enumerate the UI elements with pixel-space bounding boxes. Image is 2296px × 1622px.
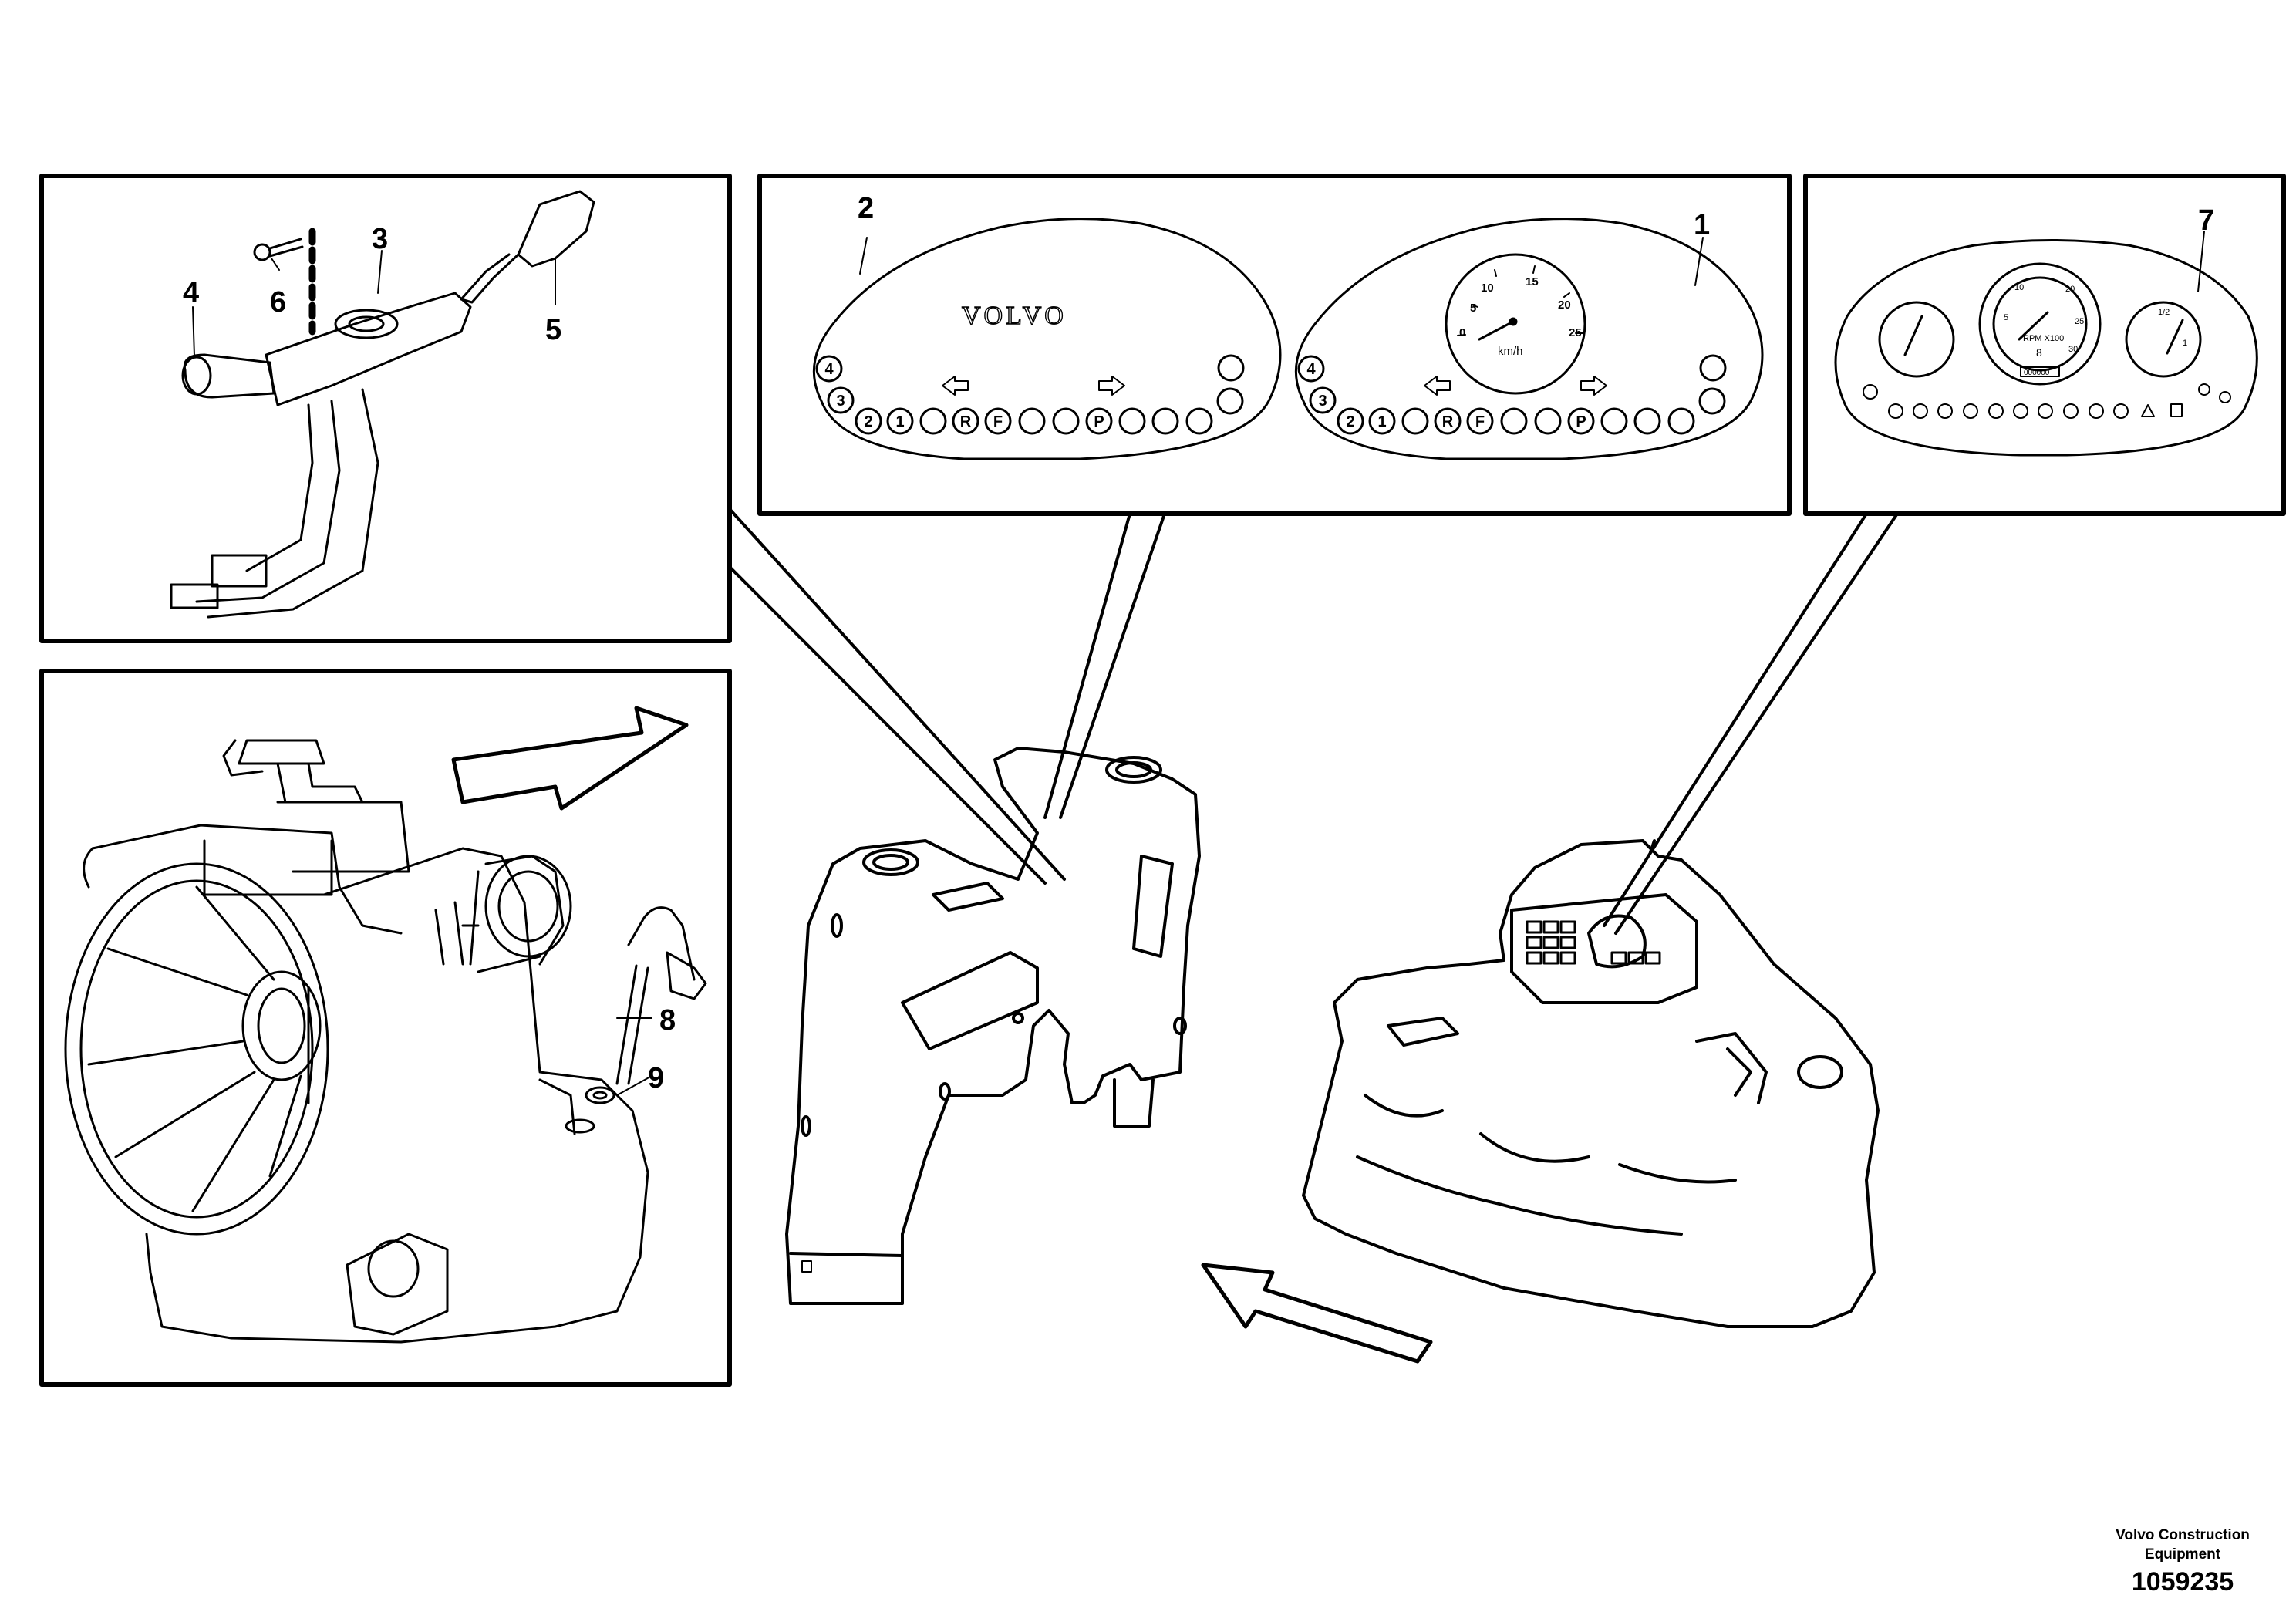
callout-6: 6 [270,286,286,319]
callout-4: 4 [183,277,199,309]
arrow-transmission [451,706,689,811]
drawing-number: 1059235 [2131,1567,2234,1597]
indicator-panels-frame [757,174,1792,516]
svg-text:20: 20 [1558,298,1571,312]
svg-text:1: 1 [1377,413,1386,430]
callout-1: 1 [1694,209,1710,241]
svg-text:0: 0 [1459,326,1465,339]
callout-2: 2 [858,192,874,224]
svg-text:F: F [1475,413,1485,430]
svg-text:F: F [993,413,1003,430]
volvo-logo: VOLVO [962,302,1067,330]
svg-text:3: 3 [1318,393,1327,410]
leader-6 [271,258,280,271]
warning-panel-left [812,218,1282,460]
transmission-frame [39,669,732,1387]
svg-text:20: 20 [2065,285,2075,294]
svg-text:000000: 000000 [2024,369,2050,377]
callout-line-c [1603,512,1899,935]
svg-text:10: 10 [2014,283,2024,292]
svg-text:RPM X100: RPM X100 [2023,334,2064,343]
svg-text:30: 30 [2068,345,2078,354]
callout-labels: 1 2 3 4 5 6 7 8 9 [183,192,2214,1094]
instrument-cluster [1834,239,2258,457]
svg-text:km/h: km/h [1498,345,1523,358]
right-panel-indicator-labels: 4 3 2 1 R F P [1306,361,1586,430]
leader-3 [377,250,383,294]
leader-2 [859,237,868,275]
instrument-housing-drawing [1302,839,1880,1328]
svg-text:10: 10 [1481,282,1494,295]
svg-text:15: 15 [1526,275,1539,288]
svg-text:2: 2 [1346,413,1354,430]
svg-text:1/2: 1/2 [2158,308,2170,317]
svg-text:5: 5 [2004,313,2008,322]
svg-text:3: 3 [836,393,845,410]
svg-text:4: 4 [1306,361,1316,378]
callout-5: 5 [545,314,561,346]
svg-text:25: 25 [2075,317,2084,326]
callout-9: 9 [648,1062,664,1094]
company-name: Volvo Construction Equipment [2116,1527,2250,1563]
speedometer-labels: 0 5 10 15 20 25 km/h [1459,275,1582,358]
svg-text:P: P [1094,413,1104,430]
left-panel-indicator-labels: 4 3 2 1 R F P [824,361,1104,430]
svg-text:1: 1 [895,413,904,430]
warning-panel-right-speedometer [1294,218,1764,460]
svg-text:5: 5 [1470,302,1476,315]
svg-text:25: 25 [1569,326,1582,339]
leader-1 [1694,237,1704,286]
leader-4 [192,306,195,357]
svg-text:R: R [1442,413,1454,430]
steering-column-drawing [785,747,1201,1305]
callout-line-a [728,508,1066,885]
callout-8: 8 [659,1004,676,1037]
svg-text:R: R [960,413,972,430]
cluster-labels: RPM X100 8 000000 10 5 20 25 30 1/2 1 [2004,283,2187,377]
svg-text:P: P [1576,413,1586,430]
gear-selector-frame [39,174,732,643]
leader-7 [2197,231,2205,292]
callout-7: 7 [2198,204,2214,237]
callout-3: 3 [372,223,388,255]
leader-9 [616,1075,652,1096]
svg-text:1: 1 [2183,339,2187,348]
svg-text:4: 4 [824,361,834,378]
svg-text:8: 8 [2036,346,2042,359]
callout-line-b [1043,512,1166,819]
instrument-cluster-frame [1803,174,2286,516]
arrow-dashboard [1201,1263,1433,1364]
transmission-drawing [64,739,707,1344]
svg-text:2: 2 [864,413,872,430]
gear-selector-lever-drawing [170,190,595,619]
